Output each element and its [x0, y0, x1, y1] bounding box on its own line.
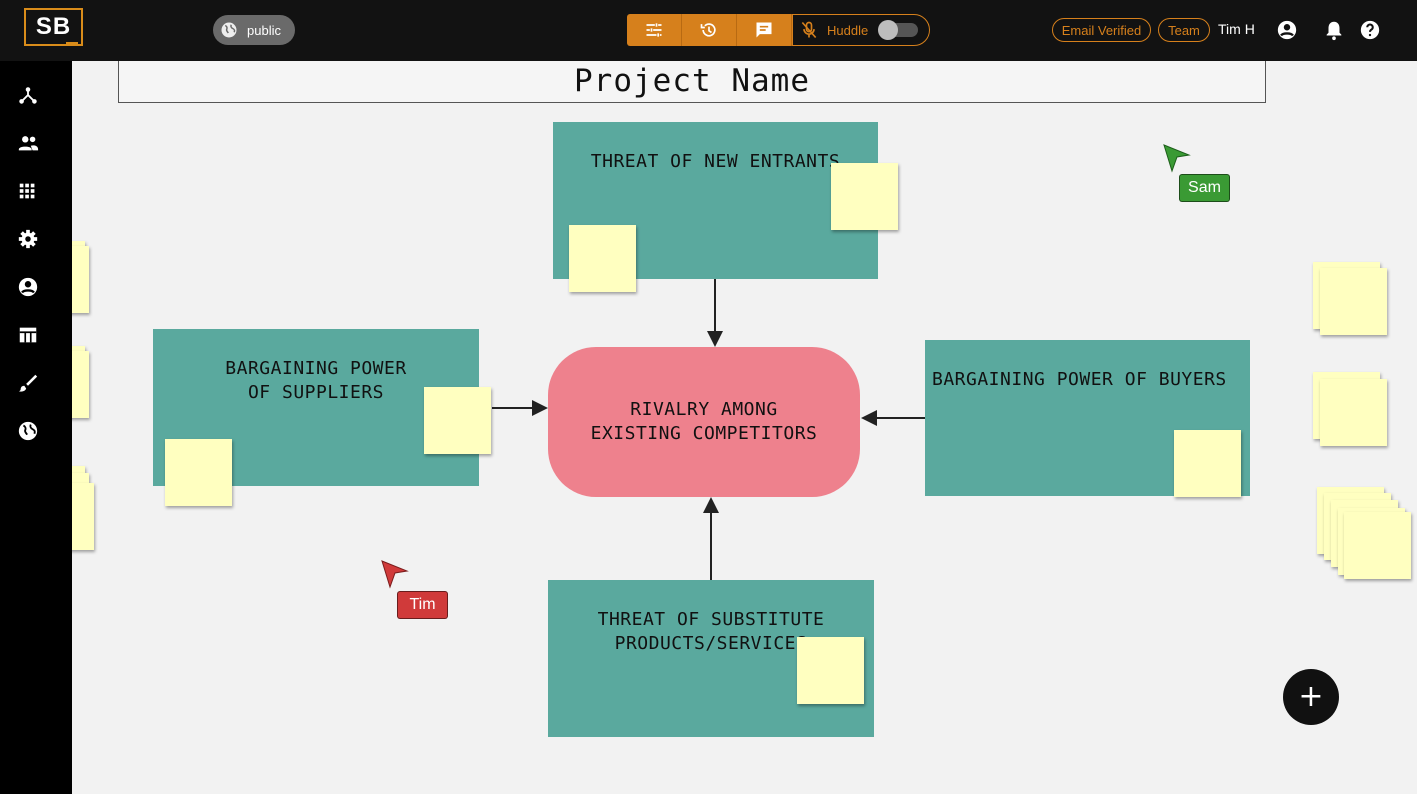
apps-grid-icon[interactable] — [17, 180, 39, 202]
sticky-note[interactable] — [569, 225, 636, 292]
chat-button[interactable] — [737, 14, 792, 46]
board-toolbar — [627, 14, 792, 46]
mic-off-icon — [801, 21, 817, 39]
sticky-note[interactable] — [72, 483, 94, 550]
globe-icon — [221, 22, 237, 38]
sticky-note[interactable] — [1320, 379, 1387, 446]
username: Tim H — [1218, 21, 1255, 37]
cursor-pointer-icon — [381, 560, 409, 589]
sticky-note[interactable] — [72, 246, 89, 313]
history-icon — [700, 23, 716, 37]
sticky-note[interactable] — [1320, 268, 1387, 335]
gear-icon[interactable] — [17, 228, 39, 250]
bell-icon[interactable] — [1323, 19, 1345, 41]
history-button[interactable] — [682, 14, 737, 46]
huddle-toggle[interactable] — [878, 20, 918, 40]
people-icon[interactable] — [17, 132, 39, 154]
chat-icon — [756, 22, 772, 38]
huddle-toggle-knob — [878, 20, 898, 40]
force-substitutes-label: THREAT OF SUBSTITUTE PRODUCTS/SERVICES — [597, 609, 825, 654]
add-item-button[interactable]: + — [1283, 669, 1339, 725]
collaborator-cursor-label: Tim — [397, 591, 448, 619]
visibility-toggle[interactable]: public — [213, 15, 295, 45]
force-buyers-label: BARGAINING POWER OF BUYERS — [932, 369, 1227, 390]
sticky-note[interactable] — [72, 351, 89, 418]
hub-icon[interactable] — [17, 84, 39, 106]
whiteboard-canvas[interactable]: Project Name THREAT OF NEW ENTRANTS BARG… — [72, 61, 1417, 794]
sticky-note[interactable] — [831, 163, 898, 230]
collaborator-cursor-label: Sam — [1179, 174, 1230, 202]
visibility-label: public — [247, 22, 281, 38]
rivalry-label: RIVALRY AMONG EXISTING COMPETITORS — [590, 399, 818, 444]
settings-sliders-icon — [646, 23, 662, 37]
sticky-note[interactable] — [165, 439, 232, 506]
plus-icon: + — [1298, 679, 1324, 714]
huddle-label: Huddle — [827, 22, 869, 38]
brush-icon[interactable] — [17, 372, 39, 394]
rivalry-center[interactable]: RIVALRY AMONG EXISTING COMPETITORS — [548, 347, 860, 497]
project-title[interactable]: Project Name — [118, 61, 1266, 103]
team-badge[interactable]: Team — [1158, 18, 1210, 42]
help-icon[interactable] — [1359, 19, 1381, 41]
table-icon[interactable] — [17, 324, 39, 346]
huddle-control[interactable]: Huddle — [792, 14, 930, 46]
globe-icon[interactable] — [17, 420, 39, 442]
connector-layer — [492, 279, 925, 580]
account-icon[interactable] — [17, 276, 39, 298]
force-suppliers-label: BARGAINING POWER OF SUPPLIERS — [225, 358, 407, 403]
account-circle-icon[interactable] — [1276, 19, 1298, 41]
force-new-entrants-label: THREAT OF NEW ENTRANTS — [590, 151, 841, 172]
sticky-note[interactable] — [797, 637, 864, 704]
cursor-pointer-icon — [1163, 144, 1191, 173]
app-logo[interactable]: SB — [24, 8, 83, 46]
sidebar — [0, 61, 72, 794]
sticky-note[interactable] — [1344, 512, 1411, 579]
sticky-note[interactable] — [424, 387, 491, 454]
top-bar: SB public Huddle Email Verified Team Tim… — [0, 0, 1417, 61]
email-verified-badge[interactable]: Email Verified — [1052, 18, 1151, 42]
sticky-note[interactable] — [1174, 430, 1241, 497]
settings-sliders-button[interactable] — [627, 14, 682, 46]
